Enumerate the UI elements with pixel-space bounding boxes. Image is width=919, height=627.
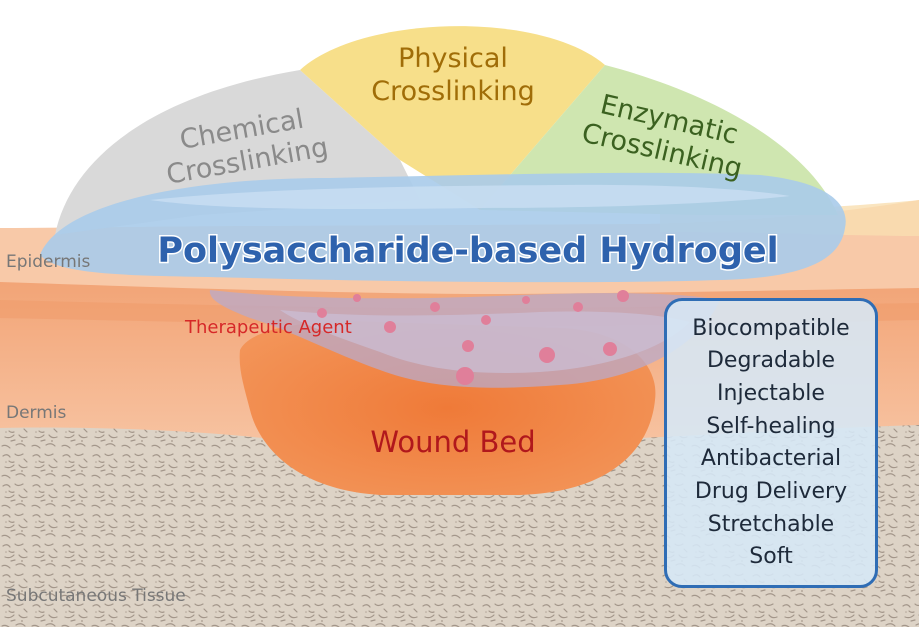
particle bbox=[384, 321, 396, 333]
properties-box: Biocompatible Degradable Injectable Self… bbox=[664, 298, 878, 588]
particle bbox=[481, 315, 491, 325]
physical-label-line1: Physical bbox=[398, 43, 508, 74]
property-injectable: Injectable bbox=[717, 380, 825, 406]
particle bbox=[353, 294, 361, 302]
property-biocompatible: Biocompatible bbox=[692, 315, 850, 341]
property-self-healing: Self-healing bbox=[706, 413, 836, 439]
particle bbox=[430, 302, 440, 312]
wound-bed-label: Wound Bed bbox=[370, 425, 535, 459]
particle bbox=[573, 302, 583, 312]
therapeutic-particles bbox=[317, 290, 629, 385]
dermis-label: Dermis bbox=[6, 403, 67, 423]
property-stretchable: Stretchable bbox=[707, 511, 835, 537]
particle bbox=[456, 367, 474, 385]
subcutaneous-label: Subcutaneous Tissue bbox=[6, 586, 186, 606]
particle bbox=[522, 296, 530, 304]
property-degradable: Degradable bbox=[706, 348, 836, 374]
particle bbox=[462, 340, 474, 352]
physical-label-line2: Crosslinking bbox=[371, 76, 535, 107]
particle bbox=[603, 342, 617, 356]
physical-crosslinking-dome bbox=[300, 26, 605, 211]
property-drug-delivery: Drug Delivery bbox=[694, 478, 848, 504]
particle bbox=[317, 308, 327, 318]
property-antibacterial: Antibacterial bbox=[700, 446, 842, 472]
hydrogel-fill-inner bbox=[280, 310, 690, 374]
particle bbox=[617, 290, 629, 302]
epidermis-label: Epidermis bbox=[6, 252, 90, 272]
therapeutic-agent-label: Therapeutic Agent bbox=[184, 317, 352, 338]
property-soft: Soft bbox=[749, 544, 793, 570]
hydrogel-highlight bbox=[150, 184, 790, 210]
hydrogel-title: Polysaccharide-based Hydrogel bbox=[157, 231, 778, 271]
particle bbox=[539, 347, 555, 363]
